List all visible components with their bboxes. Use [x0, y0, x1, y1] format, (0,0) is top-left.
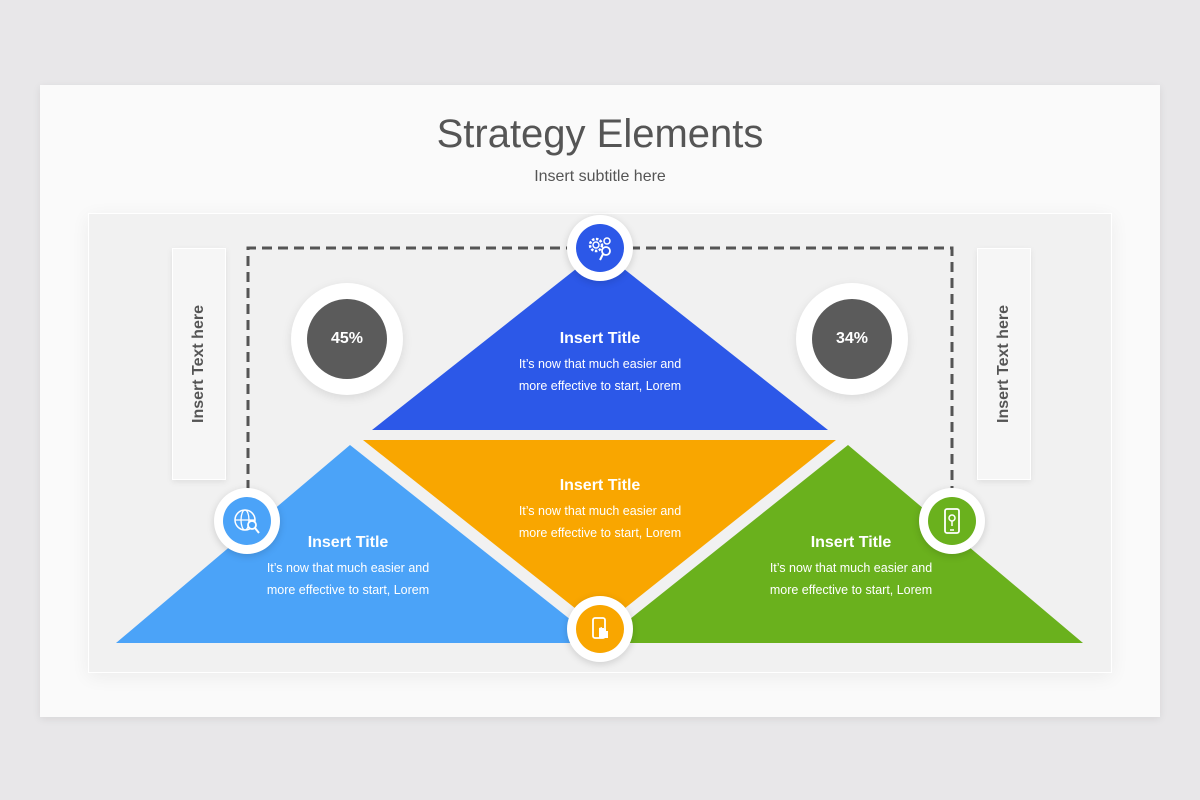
element-body: more effective to start, Lorem: [518, 379, 682, 393]
element-body: It’s now that much easier and: [266, 561, 430, 575]
side-label-right-text: Insert Text here: [995, 305, 1012, 423]
triangle-right: [600, 445, 1083, 643]
element-title: Insert Title: [559, 477, 641, 494]
icon-badge-bottom: [567, 596, 633, 662]
triangle-left: [116, 445, 600, 643]
triangle-top: [372, 250, 828, 430]
stat-value-left: 45%: [307, 299, 387, 379]
stat-value-right: 34%: [812, 299, 892, 379]
side-label-right: Insert Text here: [977, 248, 1031, 480]
page-title: Strategy Elements: [436, 112, 764, 156]
element-body: more effective to start, Lorem: [518, 526, 682, 540]
element-center-text: Insert Title It’s now that much easier a…: [470, 472, 730, 544]
icon-badge-left: [214, 488, 280, 554]
element-body: It’s now that much easier and: [518, 504, 682, 518]
gears-search-icon: [576, 224, 624, 272]
element-title: Insert Title: [559, 330, 641, 347]
stat-circle-left: 45%: [291, 283, 403, 395]
mobile-touch-icon: [576, 605, 624, 653]
side-label-left-text: Insert Text here: [190, 305, 207, 423]
element-body: It’s now that much easier and: [518, 357, 682, 371]
element-top-text: Insert Title It’s now that much easier a…: [470, 325, 730, 397]
mobile-location-icon: [928, 497, 976, 545]
element-body: It’s now that much easier and: [769, 561, 933, 575]
element-right-text: Insert Title It’s now that much easier a…: [721, 529, 981, 601]
page-subtitle: Insert subtitle here: [534, 168, 666, 185]
triangle-center: [351, 436, 848, 634]
side-label-left: Insert Text here: [172, 248, 226, 480]
icon-badge-top: [567, 215, 633, 281]
globe-search-icon: [223, 497, 271, 545]
icon-badge-right: [919, 488, 985, 554]
element-body: more effective to start, Lorem: [769, 583, 933, 597]
element-left-text: Insert Title It’s now that much easier a…: [218, 529, 478, 601]
element-title: Insert Title: [810, 534, 892, 551]
stat-circle-right: 34%: [796, 283, 908, 395]
element-body: more effective to start, Lorem: [266, 583, 430, 597]
element-title: Insert Title: [307, 534, 389, 551]
